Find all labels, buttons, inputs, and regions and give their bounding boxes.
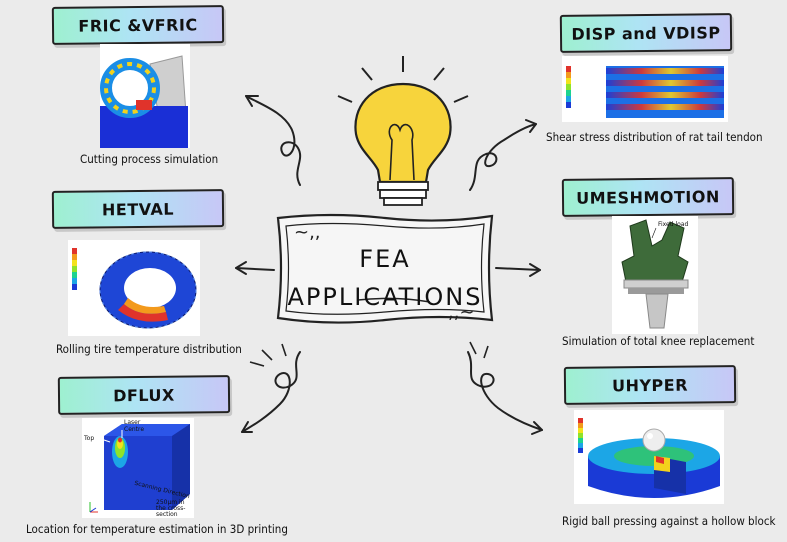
center-title: FEA APPLICATIONS [285, 240, 485, 316]
label-top: Top [83, 435, 94, 442]
image-rolling-tire [68, 240, 200, 336]
tag-hetval: HETVAL [51, 189, 225, 229]
center-frame [276, 213, 494, 324]
caption-uhyper: Rigid ball pressing against a hollow blo… [562, 514, 776, 528]
caption-umeshmotion: Simulation of total knee replacement [562, 334, 755, 348]
label-depth-1: 250μm in [156, 499, 185, 506]
tag-uhyper: UHYPER [563, 365, 737, 405]
arrow-top-right-icon [469, 123, 537, 191]
arrow-mid-left-icon [235, 267, 275, 271]
quote-close-icon: ,,~ [448, 302, 475, 323]
caption-hetval: Rolling tire temperature distribution [56, 342, 242, 356]
arrow-top-left-icon [245, 95, 302, 186]
image-knee-replacement: Fixed load [612, 216, 698, 334]
tag-fric-vfric: FRIC &VFRIC [51, 5, 225, 45]
center-title-line2: APPLICATIONS [287, 283, 483, 311]
label-depth-3: section [156, 511, 178, 518]
legend-colorbar-icon [72, 248, 77, 290]
tag-dflux: DFLUX [57, 375, 231, 415]
arrow-bottom-left-icon [241, 351, 301, 433]
image-3d-printing: Laser Centre Top Scanning Direction 250μ… [82, 418, 194, 518]
arrow-bottom-right-icon [467, 351, 543, 431]
label-fixed-load: Fixed load [658, 221, 688, 228]
label-laser: Laser [124, 419, 141, 426]
caption-disp-vdisp: Shear stress distribution of rat tail te… [546, 130, 763, 144]
arrow-mid-right-icon [495, 267, 541, 271]
center-frame-inner [285, 222, 485, 315]
tag-umeshmotion: UMESHMOTION [561, 177, 735, 217]
image-rat-tail-tendon [562, 56, 728, 122]
legend-colorbar-icon [566, 66, 571, 108]
center-title-line1: FEA [359, 245, 411, 273]
lightbulb-icon [337, 56, 469, 206]
axes-icon [89, 502, 98, 513]
caption-dflux: Location for temperature estimation in 3… [26, 522, 288, 536]
legend-colorbar-icon [578, 418, 583, 453]
caption-fric-vfric: Cutting process simulation [80, 152, 219, 166]
label-depth-2: the cross- [156, 505, 185, 512]
image-ball-hollow-block [574, 410, 724, 504]
label-centre: Centre [124, 426, 144, 433]
image-cutting-simulation [100, 44, 190, 148]
tag-disp-vdisp: DISP and VDISP [559, 13, 733, 53]
quote-open-icon: ~,, [294, 222, 321, 243]
